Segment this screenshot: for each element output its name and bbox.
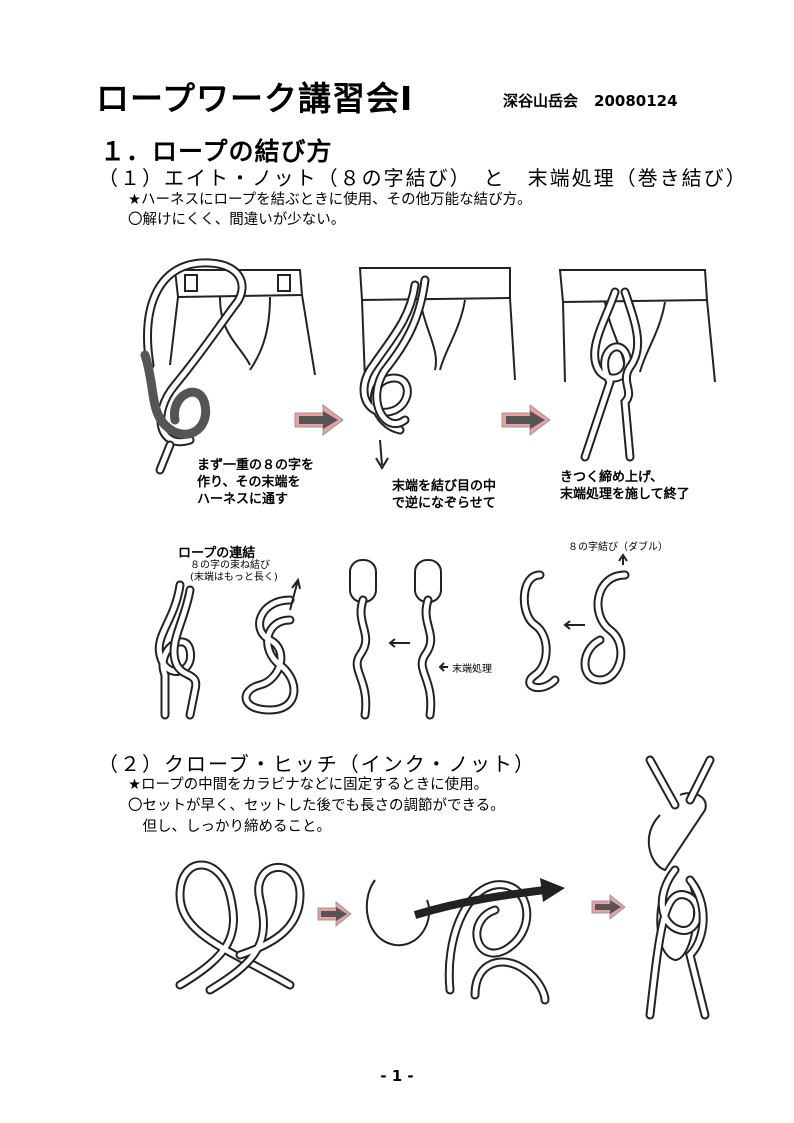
arrow-right-icon (317, 900, 352, 928)
step3-caption: きつく締め上げ、 末端処理を施して終了 (560, 470, 690, 502)
figure8-bend-illustration (154, 577, 301, 720)
subsection-1-note-1: ★ハーネスにロープを結ぶときに使用、その他万能な結び方。 (128, 192, 532, 208)
clove-hitch-carabiner-illustration (365, 878, 565, 1005)
subsection-2-note-2: 〇セットが早く、セットした後でも長さの調節ができる。 (128, 798, 505, 814)
subsection-1-heading: （１）エイト・ノット（８の字結び） と 末端処理（巻き結び） (98, 166, 748, 190)
step1-caption: まず一重の８の字を 作り、その末端を ハーネスに通す (197, 458, 315, 507)
clove-hitch-loops-illustration (175, 860, 305, 995)
rope-connection-label: ロープの連結 (178, 546, 256, 561)
harness-step3-illustration (558, 269, 716, 462)
harness-step2-illustration (358, 267, 516, 470)
page-title: ロープワーク講習会Ⅰ (96, 79, 414, 118)
document-date: 20080124 (594, 92, 678, 110)
figure8-double-label: ８の字結び（ダブル） (568, 542, 668, 553)
clove-hitch-final-illustration (645, 755, 715, 1020)
rope-connection-sublabel: ８の字の束ね結び (末端はもっと長く) (190, 560, 278, 583)
arrow-right-icon (591, 893, 626, 921)
arrow-right-icon (294, 404, 344, 436)
subsection-1-note-2: 〇解けにくく、間違いが少ない。 (128, 212, 346, 228)
subsection-2-note-3: 但し、しっかり締めること。 (128, 819, 331, 835)
organization-name: 深谷山岳会 (503, 92, 579, 110)
section-heading: １．ロープの結び方 (100, 137, 333, 166)
carabiner-figure8-illustration (349, 559, 448, 720)
arrow-right-icon (501, 404, 551, 436)
organization-date: 深谷山岳会 20080124 (503, 90, 678, 111)
figure8-double-illustration (519, 553, 630, 693)
harness-step1-illustration (140, 258, 316, 475)
subsection-2-note-1: ★ロープの中間をカラビナなどに固定するときに使用。 (128, 777, 489, 793)
step2-caption: 末端を結び目の中 で逆になぞらせて (392, 479, 497, 511)
page-number: - 1 - (380, 1067, 414, 1085)
end-treatment-label: 末端処理 (452, 664, 492, 675)
subsection-2-heading: （２）クローブ・ヒッチ（インク・ノット） (98, 752, 536, 776)
